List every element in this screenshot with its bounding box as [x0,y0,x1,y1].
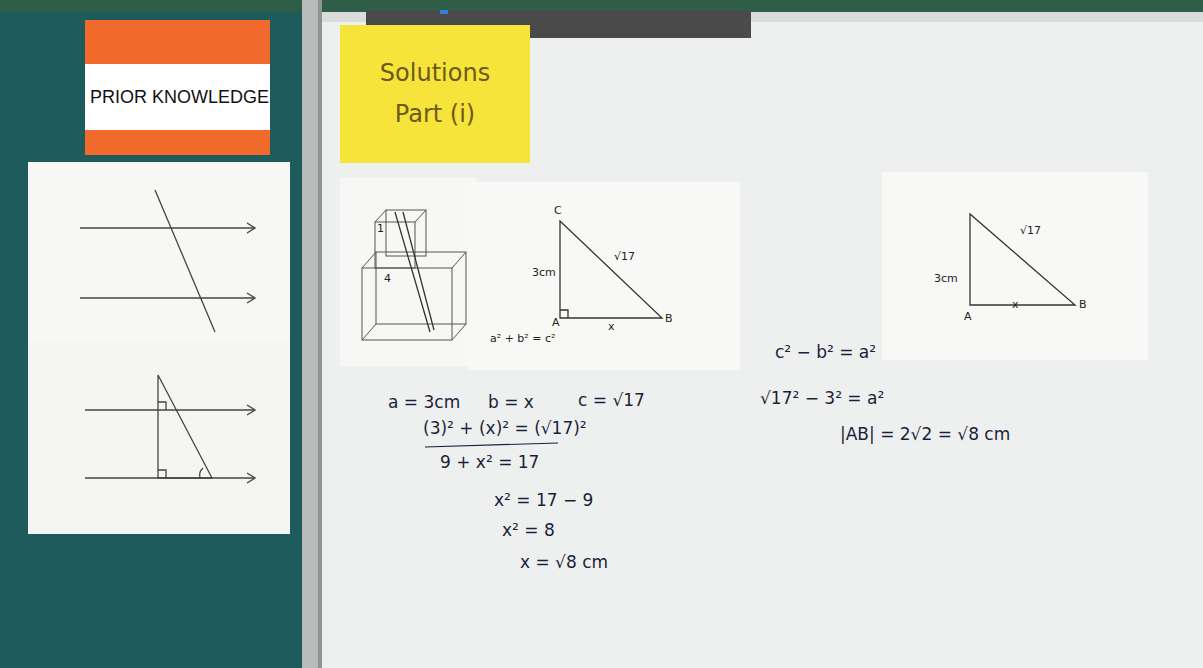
figure-label: √17 [1020,224,1041,237]
figure-label: x [608,320,615,333]
handwritten-working: c² − b² = a² [775,342,876,362]
handwritten-working: (3)² + (x)² = (√17)² [423,418,587,438]
figure-label: a² + b² = c² [490,332,555,345]
edge-length: 4 [384,272,391,285]
handwritten-working: x = √8 cm [520,552,608,572]
figure-label: A [964,310,972,323]
board-frame [318,0,322,668]
right-triangle-figure [560,221,662,318]
bulletin-board [0,0,310,668]
figure-label: C [554,204,562,217]
handwritten-working: |AB| = 2√2 = √8 cm [840,424,1010,444]
right-triangle-figure [970,214,1075,305]
edge-length: 1 [377,222,384,235]
whiteboard [322,12,1203,668]
figure-label: 3cm [532,266,556,279]
handwritten-working: c = √17 [578,390,645,410]
figure-label: B [1079,298,1087,311]
paper-sheet [468,182,740,370]
paper-sheet [28,162,290,344]
sticky-note: Solutions Part (i) [340,25,530,163]
heading-text: Solutions Part (i) [370,53,500,135]
handwritten-working: a = 3cm [388,392,460,412]
triangle-parallels-figure [85,375,255,483]
figure-label: 3cm [934,272,958,285]
sign-label: PRIOR KNOWLEDGE [85,64,274,130]
sign-band [85,64,270,130]
sign-card [85,20,270,155]
handwritten-underline [425,443,558,447]
board-frame [302,0,320,668]
figure-label: B [665,312,673,325]
figure-label: x [1012,298,1019,311]
handwritten-working: x² = 8 [502,520,555,540]
parallel-lines-figure [80,190,255,332]
paper-sheet: 3cm √17Ax B [882,172,1148,360]
paper-sheet [28,342,290,534]
cuboid-figure [362,210,466,340]
paper-sheet [882,172,1148,360]
projector-light [440,10,448,14]
handwritten-working: 9 + x² = 17 [440,452,539,472]
paper-sheet [340,178,476,366]
figure-label: √17 [614,250,635,263]
handwritten-working: √17² − 3² = a² [760,388,884,408]
figure-label: A [552,316,560,329]
heading-text: PRIOR KNOWLEDGE [90,87,269,108]
paper-sheet: C √17 3cmAx Ba² + b² = c² [468,182,740,370]
handwritten-working: b = x [488,392,534,412]
handwritten-working: x² = 17 − 9 [494,490,593,510]
